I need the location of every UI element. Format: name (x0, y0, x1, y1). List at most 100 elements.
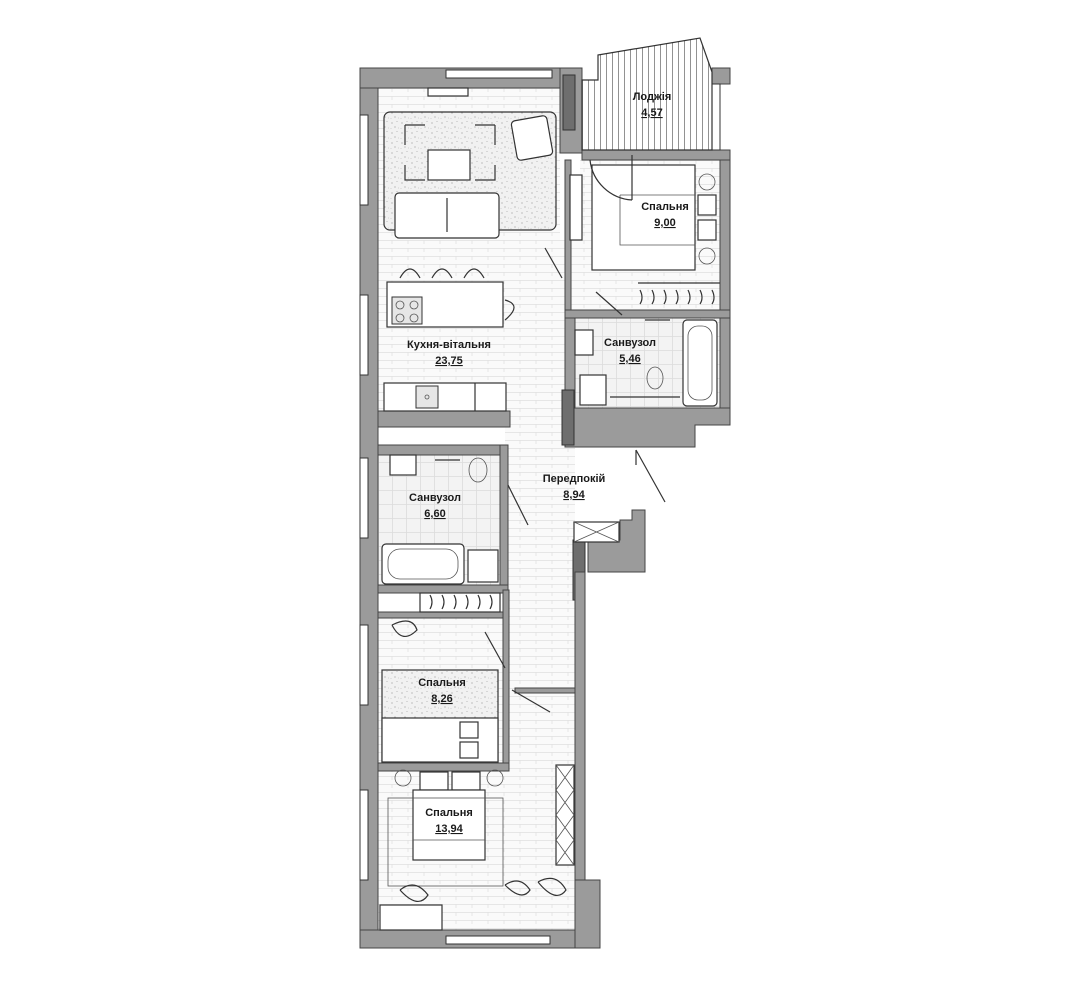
bed-bottom (412, 789, 486, 861)
wall-bedroom-mid-top (377, 611, 504, 619)
hall-wardrobe (555, 764, 575, 866)
window-loggia-right (711, 83, 721, 151)
wall-bath-mid-bottom (377, 584, 509, 594)
window-bottom (445, 935, 551, 945)
window-left-1 (359, 114, 369, 206)
rug-bottom (387, 797, 504, 887)
window-left-5 (359, 789, 369, 881)
bar-stools (399, 268, 515, 321)
burner-1 (395, 300, 405, 310)
bottom-shelf (379, 904, 443, 931)
wardrobe-mid-hangers (429, 594, 493, 610)
pillow-top-2 (697, 219, 717, 241)
window-left-4 (359, 624, 369, 706)
label-bedroom-mid-name: Спальня (418, 677, 466, 689)
loggia (581, 37, 713, 151)
label-kitchen-name: Кухня-вітальня (407, 339, 491, 351)
loggia-floor (582, 38, 720, 150)
washer-mid (467, 549, 499, 583)
desk-top (569, 174, 583, 241)
pillow-bottom-1 (419, 771, 449, 791)
label-bedroom-top-name: Спальня (641, 201, 689, 213)
kitchen-counter (383, 382, 507, 412)
loggia-outline (581, 37, 713, 151)
coffee-table (427, 149, 471, 181)
door-bedroom-bottom (511, 689, 551, 713)
bedroom-bottom-furniture (379, 769, 567, 931)
nightstand-top-2 (698, 247, 716, 265)
wall-kitchen-bath-2 (377, 444, 504, 456)
armchair-mid (391, 620, 418, 637)
bed-mid-mattress (381, 717, 499, 763)
sink-mid (389, 454, 417, 476)
door-bath-mid (507, 484, 529, 526)
bathroom-mid-furniture (381, 454, 529, 585)
door-bedroom-top (589, 155, 633, 201)
toilet-top (646, 366, 664, 390)
desk-chairs (504, 877, 567, 897)
label-bathroom-mid-name: Санвузол (409, 492, 461, 504)
label-bedroom-mid-area: 8,26 (431, 693, 452, 705)
kitchen-living-furniture (383, 87, 557, 412)
label-bathroom-top-area: 5,46 (619, 353, 640, 365)
wall-bath-top-bottom (564, 407, 731, 448)
windows (359, 69, 721, 945)
burner-4 (409, 313, 419, 323)
wall-hall-bedroom-bottom (514, 687, 576, 694)
pillow-mid-1 (459, 721, 479, 739)
washer-top (579, 374, 607, 406)
wall-bedroom-mid-right (502, 589, 510, 766)
label-loggia-area: 4,57 (641, 107, 662, 119)
label-bathroom-top-name: Санвузол (604, 337, 656, 349)
label-bedroom-bottom-area: 13,94 (435, 823, 463, 835)
door-bedroom-mid (484, 631, 506, 669)
pillow-bottom-2 (451, 771, 481, 791)
window-kitchen-top (445, 69, 553, 79)
kitchen-sink (415, 385, 439, 409)
bathtub-mid-inner (387, 548, 459, 580)
burner-3 (395, 313, 405, 323)
nightstand-top-1 (698, 173, 716, 191)
pillow-mid-2 (459, 741, 479, 759)
room-labels: Лоджія 4,57 Спальня 9,00 Санвузол 5,46 К… (407, 91, 689, 835)
wall-loggia-right (711, 67, 731, 85)
bed-top (591, 164, 696, 271)
wall-bath-mid-right (499, 444, 509, 586)
pillow-top-1 (697, 194, 717, 216)
sink-top (574, 329, 594, 356)
armchair-bottom (399, 884, 429, 902)
armchair-right (510, 115, 554, 161)
nightstand-bottom-1 (394, 769, 412, 787)
bathtub-top (682, 319, 718, 407)
bath-top-shelf (610, 319, 680, 398)
tv-console (427, 87, 469, 97)
door-bedroom-top-2 (595, 291, 623, 316)
hall-cabinet-x (573, 521, 620, 543)
wardrobe-top-hangers (638, 282, 720, 305)
label-kitchen-area: 23,75 (435, 355, 463, 367)
label-bedroom-bottom-name: Спальня (425, 807, 473, 819)
window-left-2 (359, 294, 369, 376)
nightstand-bottom-2 (486, 769, 504, 787)
bedroom-top-furniture (569, 155, 720, 316)
wall-right-top (719, 149, 731, 426)
wall-column-top (562, 74, 576, 131)
window-left-3 (359, 457, 369, 539)
entrance-door (635, 449, 666, 503)
label-hallway-name: Передпокій (543, 473, 606, 485)
wall-bedroom-bath-top (564, 309, 731, 319)
label-bathroom-mid-area: 6,60 (424, 508, 445, 520)
armchair-frame (404, 124, 496, 181)
wall-loggia-bottom (581, 149, 731, 161)
bathtub-top-inner (687, 325, 713, 401)
sink-drain (424, 394, 430, 400)
wall-bedrooms-divider (377, 762, 510, 772)
wardrobe-mid (419, 592, 501, 613)
wall-column-mid (561, 389, 575, 446)
label-hallway-area: 8,94 (563, 489, 585, 501)
wall-right-bottom (574, 879, 601, 949)
burner-2 (409, 300, 419, 310)
bathroom-top-furniture (574, 319, 718, 407)
label-bedroom-top-area: 9,00 (654, 217, 675, 229)
